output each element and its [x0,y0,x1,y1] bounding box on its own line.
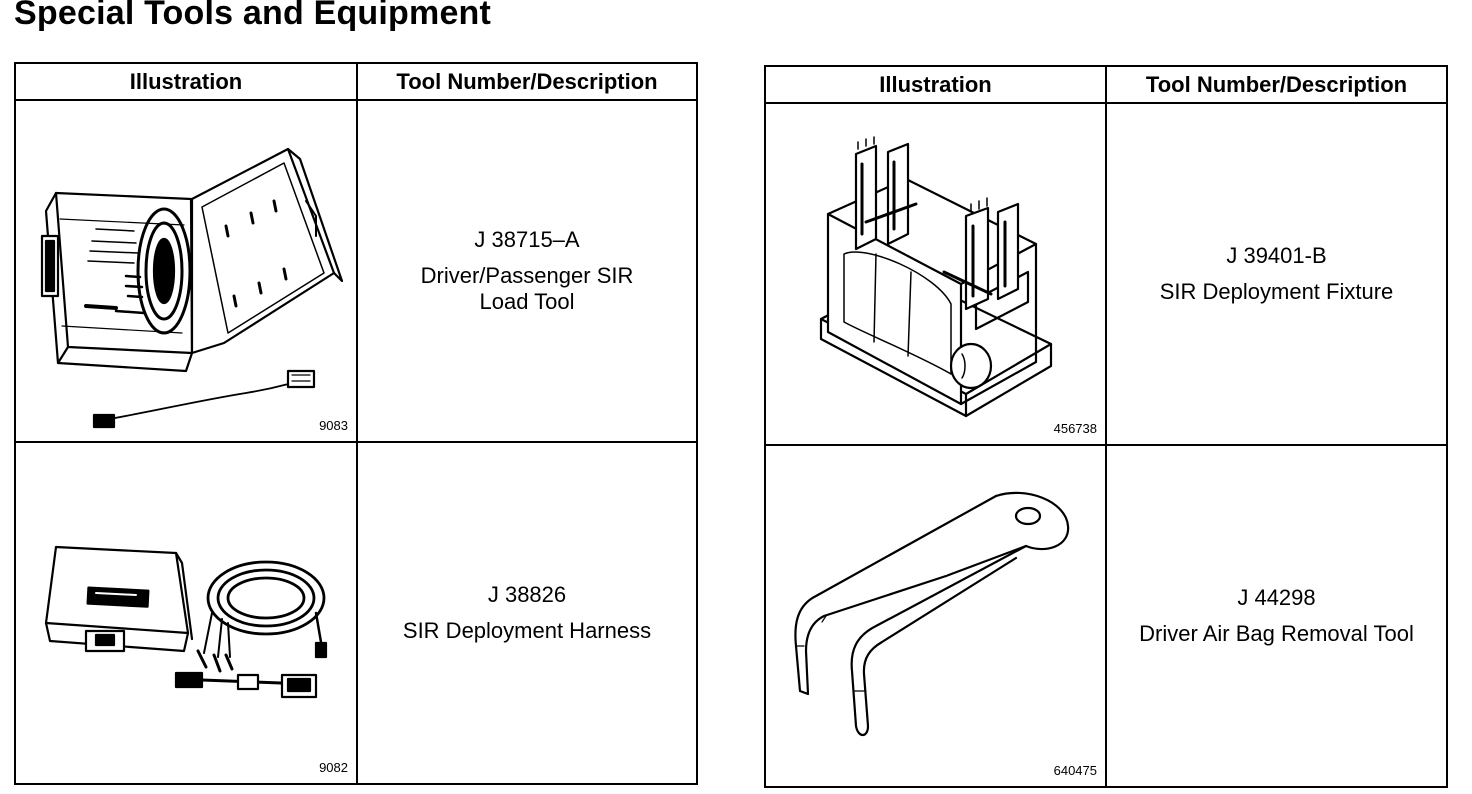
table-header-row: Illustration Tool Number/Description [14,62,698,101]
column-header-illustration: Illustration [14,62,358,101]
tools-table-right: Illustration Tool Number/Description [764,65,1448,788]
description-cell: J 38826 SIR Deployment Harness [356,441,698,785]
description-cell: J 44298 Driver Air Bag Removal Tool [1105,444,1448,788]
table-header-row: Illustration Tool Number/Description [764,65,1448,104]
column-header-description: Tool Number/Description [1105,65,1448,104]
deployment-harness-illustration [44,545,328,699]
table-row: 9083 J 38715–A Driver/Passenger SIR Load… [14,99,698,443]
tool-description: SIR Deployment Fixture [1159,279,1394,304]
figure-id: 9083 [319,418,348,433]
load-tool-case-illustration [40,147,344,429]
tool-description: SIR Deployment Harness [402,618,652,643]
tool-number: J 38826 [487,582,567,607]
table-row: 456738 J 39401-B SIR Deployment Fixture [764,102,1448,446]
air-bag-removal-tool-illustration [794,491,1070,737]
tool-description: Driver/Passenger SIR Load Tool [420,263,634,314]
description-cell: J 38715–A Driver/Passenger SIR Load Tool [356,99,698,443]
illustration-cell: 456738 [764,102,1107,446]
table-row: 640475 J 44298 Driver Air Bag Removal To… [764,444,1448,788]
figure-id: 456738 [1053,421,1097,436]
tool-description: Driver Air Bag Removal Tool [1139,621,1414,646]
page-title: Special Tools and Equipment [14,0,492,32]
tool-number: J 39401-B [1226,243,1327,268]
description-cell: J 39401-B SIR Deployment Fixture [1105,102,1448,446]
column-header-illustration: Illustration [764,65,1107,104]
illustration-cell: 9082 [14,441,358,785]
illustration-cell: 640475 [764,444,1107,788]
figure-id: 640475 [1053,763,1097,778]
illustration-cell: 9083 [14,99,358,443]
column-header-description: Tool Number/Description [356,62,698,101]
tool-number: J 44298 [1237,585,1316,610]
tool-number: J 38715–A [474,227,580,252]
figure-id: 9082 [319,760,348,775]
tools-table-left: Illustration Tool Number/Description [14,62,698,785]
table-row: 9082 J 38826 SIR Deployment Harness [14,441,698,785]
deployment-fixture-illustration [819,136,1053,418]
